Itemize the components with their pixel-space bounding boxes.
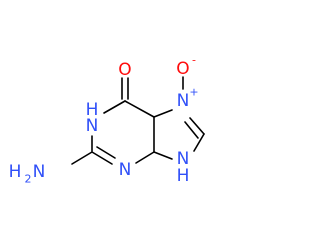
atom-n9: N <box>177 149 190 169</box>
bond-n9-c4 <box>153 151 173 160</box>
atom-n3: N <box>119 160 132 180</box>
bond-n3-c4 <box>135 151 155 164</box>
atom-nh2-h: H <box>9 162 22 182</box>
bond-n7-c8-second <box>184 121 199 139</box>
atom-n1: N <box>86 116 99 136</box>
atom-h-n1: H <box>86 100 99 120</box>
atom-o-charge: - <box>192 54 196 67</box>
bond-n7-c8 <box>189 117 205 135</box>
bonds <box>71 76 205 165</box>
bond-c6-n1 <box>103 100 126 114</box>
atom-nh2-n: N <box>33 162 46 182</box>
atoms: O H N H 2 N N N + O - N H <box>9 54 199 187</box>
atom-n7: N <box>177 91 190 111</box>
atom-o-minus: O <box>176 59 189 79</box>
bond-c8-n9 <box>193 133 205 152</box>
atom-o-carbonyl: O <box>118 60 131 80</box>
atom-h-n9: H <box>177 166 190 186</box>
bond-c2-n3 <box>91 151 113 165</box>
molecule-canvas: O H N H 2 N N N + O - N H <box>9 54 205 187</box>
bond-c6-c5 <box>124 100 155 118</box>
bond-c2-nh2 <box>71 151 93 165</box>
bond-c5-n7 <box>153 109 173 118</box>
atom-n7-charge: + <box>189 86 198 99</box>
atom-nh2-subscript: 2 <box>25 173 32 186</box>
molecule-structure: O H N H 2 N N N + O - N H <box>9 54 205 187</box>
bond-c2-n3-second <box>96 146 116 159</box>
